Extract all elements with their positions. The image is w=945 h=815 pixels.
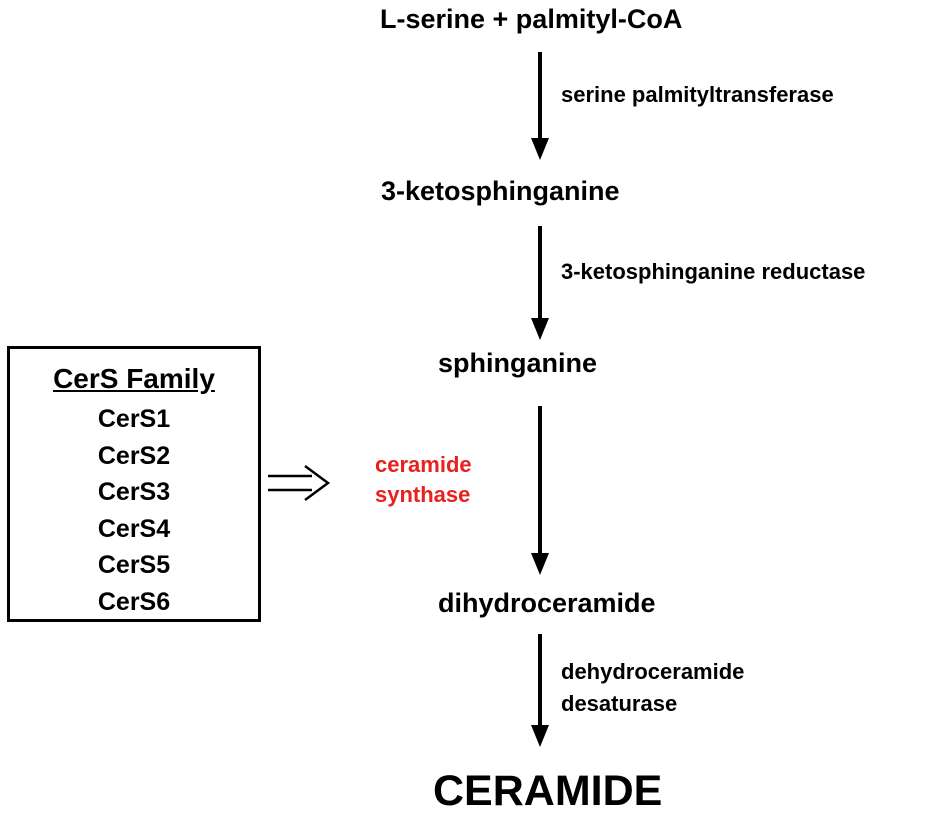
arrow-3 <box>531 406 549 575</box>
cers-family-list: CerS1 CerS2 CerS3 CerS4 CerS5 CerS6 <box>10 401 258 620</box>
cers-family-member: CerS2 <box>97 441 171 470</box>
cers-family-title: CerS Family <box>53 363 215 394</box>
double-arrow <box>268 464 331 502</box>
enzyme-ceramide-synthase-line1: ceramide <box>375 452 472 477</box>
arrow-1 <box>531 52 549 160</box>
node-substrate: L-serine + palmityl-CoA <box>380 4 683 34</box>
cers-family-member: CerS3 <box>97 478 171 506</box>
node-ceramide-product: CERAMIDE <box>433 767 663 815</box>
enzyme-serine-palmityltransferase: serine palmityltransferase <box>561 82 834 107</box>
node-sphinganine: sphinganine <box>438 348 598 378</box>
cers-family-box: CerS Family CerS1 CerS2 CerS3 CerS4 CerS… <box>7 346 261 622</box>
arrow-4 <box>531 634 549 747</box>
enzyme-desaturase-line1: dehydroceramide <box>561 659 745 684</box>
node-3-ketosphinganine: 3-ketosphinganine <box>381 176 620 206</box>
enzyme-desaturase-line2: desaturase <box>561 691 678 716</box>
cers-family-member: CerS4 <box>97 514 171 543</box>
cers-family-member: CerS1 <box>97 405 171 433</box>
arrow-2 <box>531 226 549 340</box>
enzyme-ceramide-synthase-line2: synthase <box>375 482 471 507</box>
node-dihydroceramide: dihydroceramide <box>438 588 656 618</box>
enzyme-3-ketosphinganine-reductase: 3-ketosphinganine reductase <box>561 259 866 284</box>
cers-family-member: CerS5 <box>97 551 171 579</box>
cers-family-member: CerS6 <box>97 587 171 616</box>
